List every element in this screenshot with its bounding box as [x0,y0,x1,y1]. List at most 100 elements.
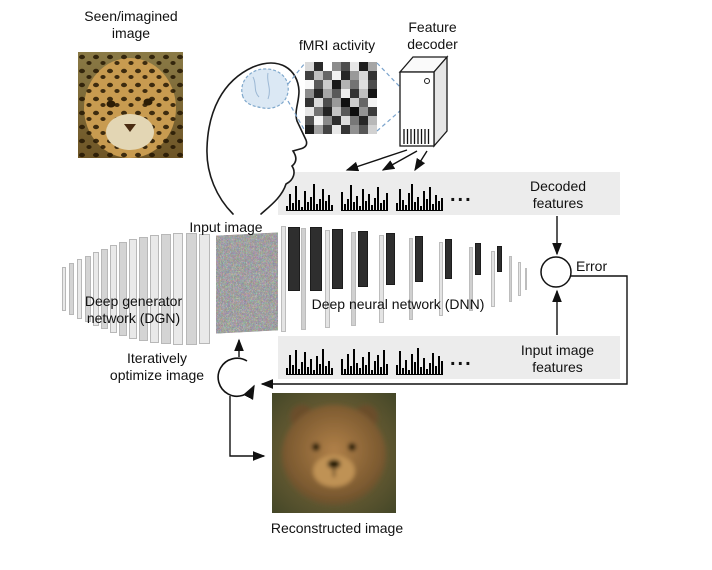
fmri-voxel-cell [350,107,359,116]
histogram-bar [411,354,413,374]
arrow-decoder-to-decoded-features [381,150,418,171]
histogram-bar [432,353,434,374]
fmri-voxel-cell [368,107,377,116]
histogram-bar [435,366,437,374]
fmri-voxel-cell [350,89,359,98]
histogram-bar [350,366,352,374]
feature-decoder-label: Feature decoder [407,19,458,52]
histogram-bar [298,369,300,374]
input-ellipsis: ... [450,348,473,370]
reconstructed-image-label: Reconstructed image [270,520,404,536]
fmri-voxel-cell [314,89,323,98]
fmri-voxel-cell [350,62,359,71]
histogram-bar [295,186,297,210]
histogram-bar [362,189,364,210]
fmri-voxel-cell [314,71,323,80]
dgn-layer-slab [186,233,197,345]
histogram-bar [359,368,361,374]
dgn-layer-slab [161,234,171,344]
histogram-bar [414,362,416,374]
histogram-bar [304,352,306,374]
dnn-layer-slab [358,231,368,287]
histogram-bar [399,351,401,374]
fmri-voxel-cell [332,62,341,71]
histogram-bar [322,349,324,374]
dgn-layer-slab [139,237,148,341]
dgn-layer-slab [85,256,91,322]
histogram-bar [417,348,419,374]
fmri-voxel-cell [368,80,377,89]
histogram-bar [362,357,364,374]
dashed-line-brain-to-fmri [287,62,306,85]
histogram-bar [325,201,327,210]
fmri-voxel-cell [341,62,350,71]
histogram-bar [399,189,401,210]
histogram-bar [365,365,367,374]
histogram-bar [396,203,398,210]
fmri-voxel-cell [332,125,341,134]
fmri-voxel-cell [368,98,377,107]
histogram-bar [313,370,315,374]
histogram-bar [356,196,358,210]
dgn-layer-slab [199,234,210,344]
dnn-layer-slab [301,228,306,330]
histogram-bar [380,203,382,210]
histogram-bar [295,350,297,374]
histogram-bar [356,363,358,374]
input-histogram [396,344,443,375]
histogram-bar [402,368,404,374]
dgn-layer-slab [173,233,183,345]
dnn-layer-slab [475,243,481,275]
fmri-voxel-cell [323,125,332,134]
arrow-optimizer-to-reconstructed [229,396,266,461]
histogram-bar [405,205,407,210]
histogram-bar [405,360,407,374]
histogram-bar [383,350,385,374]
histogram-bar [377,355,379,374]
fmri-voxel-cell [341,125,350,134]
histogram-bar [438,201,440,210]
seen-image-label: Seen/imagined image [84,8,178,41]
fmri-voxel-cell [323,116,332,125]
dashed-line-fmri-to-decoder [376,62,402,89]
histogram-bar [374,198,376,210]
histogram-bar [292,203,294,210]
dnn-layer-slab [288,227,300,291]
fmri-voxel-cell [314,125,323,134]
histogram-bar [286,206,288,210]
dnn-layer-slab [325,230,330,328]
histogram-bar [359,206,361,210]
decoded-histogram [341,180,388,211]
decoded-histogram [396,180,443,211]
histogram-bar [316,204,318,210]
histogram-bar [441,361,443,374]
histogram-bar [411,184,413,210]
histogram-bar [429,187,431,210]
histogram-bar [371,370,373,374]
fmri-voxel-cell [323,98,332,107]
histogram-bar [328,195,330,210]
dgn-layer-slab [129,239,137,339]
fmri-voxel-cell [305,107,314,116]
histogram-bar [289,355,291,374]
fmri-voxel-cell [323,107,332,116]
input-histogram [341,344,388,375]
fmri-voxel-cell [305,80,314,89]
fmri-voxel-cell [305,62,314,71]
fmri-voxel-cell [323,80,332,89]
histogram-bar [319,364,321,374]
dgn-layer-slab [69,263,74,315]
histogram-bar [368,352,370,374]
histogram-bar [432,204,434,210]
histogram-bar [414,202,416,210]
dnn-layer-slab [445,239,452,279]
fmri-voxel-cell [359,125,368,134]
error-label: Error [576,258,608,274]
fmri-voxel-cell [359,107,368,116]
seen-image [78,52,183,158]
fmri-voxel-cell [314,62,323,71]
decoded-histogram [286,180,333,211]
fmri-voxel-cell [341,107,350,116]
dnn-layer-slab [332,229,343,289]
histogram-bar [307,367,309,374]
